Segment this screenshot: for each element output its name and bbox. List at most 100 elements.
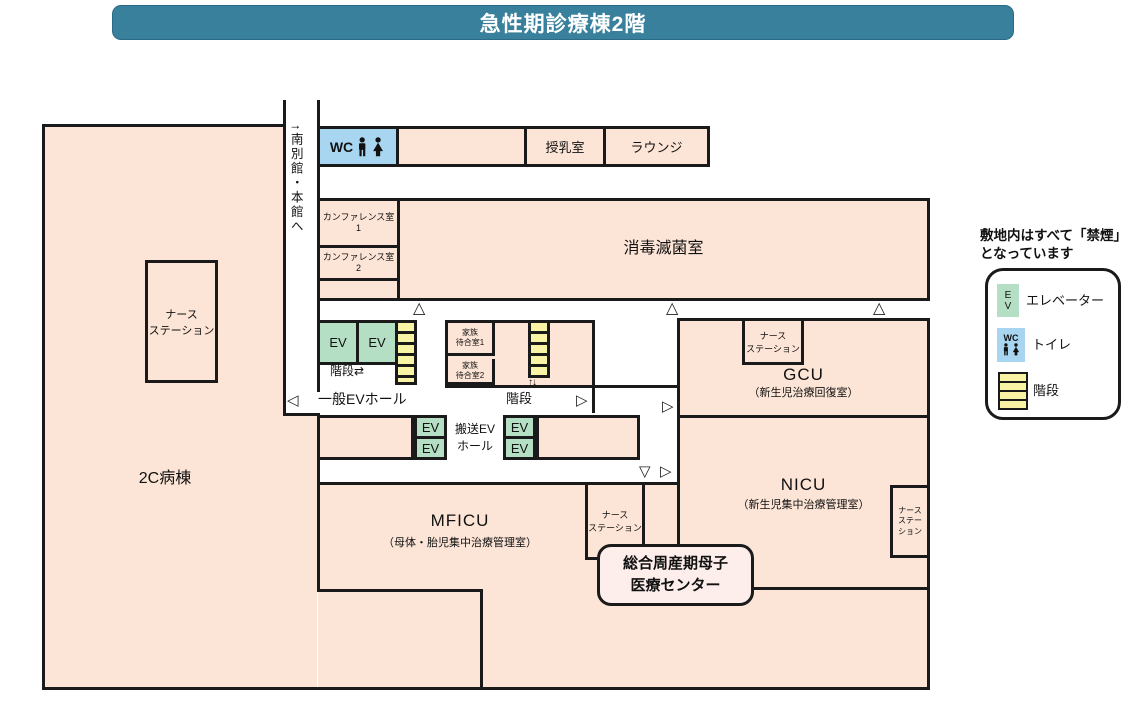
legend-restroom-people-icon: [1003, 343, 1019, 356]
wall-ev-corridor-top: [592, 385, 677, 388]
no-smoking-note-l2: となっています: [980, 246, 1074, 262]
wc-label: WC: [329, 138, 354, 155]
nurse-station-mficu-l1: ナース: [601, 510, 629, 520]
family-waiting-room-1: 家族 待合室1: [448, 323, 495, 356]
legend-stairs-swatch: [998, 372, 1028, 410]
wall-ev-corridor-stub: [592, 385, 595, 413]
stairs-west-label: 階段⇄: [330, 364, 364, 378]
door-marker-left-hall: ◁: [287, 392, 299, 409]
page-title: 急性期診療棟2階: [112, 5, 1014, 40]
transport-ev-hall-l1: 搬送EV: [454, 422, 495, 436]
nurse-station-nicu: ナース ステー ション: [890, 485, 930, 558]
legend-toilet-wc: WC: [1003, 333, 1019, 343]
no-smoking-note-l1: 敷地内はすべて「禁煙」: [980, 228, 1127, 243]
transport-elevator-3-label: EV: [510, 419, 529, 435]
transport-ev-hall-l2: ホール: [456, 438, 493, 453]
mficu-desc: （母体・胎児集中治療管理室）: [383, 537, 537, 549]
conference-room-2: カンファレンス室 2: [320, 248, 397, 281]
family-waiting-room-2-l2: 待合室2: [455, 370, 485, 380]
nursing-room-label: 授乳室: [545, 140, 585, 155]
legend-stairs-label: 階段: [1033, 383, 1060, 398]
gcu-label: GCU: [783, 365, 824, 384]
stairs-west: [395, 320, 417, 385]
family-waiting-block: 家族 待合室1 家族 待合室2 ↑↓: [445, 320, 595, 388]
lounge-room-label: ラウンジ: [630, 140, 683, 155]
conference-room-2-label: カンファレンス室: [322, 252, 395, 263]
corridor-exit-label: ↑南別館・本館へ: [288, 124, 303, 234]
male-icon: [359, 136, 365, 142]
wc-room: WC: [320, 129, 399, 164]
elevator-2-label: EV: [368, 335, 386, 350]
bottom-room: [483, 590, 930, 690]
transport-row-room-east: [536, 415, 640, 460]
perinatal-center-l2: 医療センター: [630, 577, 721, 594]
wall-corridor-left: [283, 100, 286, 415]
conference-room-1-number: 1: [355, 223, 361, 233]
top-strip-unlabeled-room: [399, 129, 527, 164]
legend-elevator-letter-e: E: [1004, 289, 1012, 301]
legend-elevator-label: エレベーター: [1026, 293, 1105, 308]
nurse-station-nicu-l3: ション: [898, 526, 922, 536]
female-icon: [375, 136, 381, 142]
legend-elevator-swatch: E V: [997, 284, 1019, 317]
door-marker-right-hall-2: ▷: [662, 398, 674, 415]
wall-corridor-bottom-stub: [283, 413, 320, 416]
sterilization-room-label: 消毒滅菌室: [623, 240, 704, 258]
transport-elevator-4: EV: [503, 436, 536, 460]
nurse-station-2c-label-1: ナース: [165, 308, 198, 321]
sterilization-room: 消毒滅菌室: [397, 198, 930, 301]
nurse-station-mficu-l2: ステーション: [588, 523, 642, 533]
transport-elevator-4-label: EV: [510, 440, 529, 456]
elevator-1-label: EV: [329, 335, 347, 350]
conference-block: カンファレンス室 1 カンファレンス室 2: [317, 198, 400, 301]
legend-toilet-swatch: WC: [997, 328, 1025, 362]
wall-b3-left: [317, 460, 320, 485]
family-waiting-room-2: 家族 待合室2: [448, 359, 495, 385]
door-marker-up-1: △: [413, 300, 426, 317]
mficu-label: MFICU: [430, 511, 490, 530]
door-marker-right-hall-1: ▷: [576, 392, 588, 409]
door-marker-down-lower: ▽: [639, 463, 651, 480]
general-ev-hall-label: 一般EVホール: [318, 391, 407, 407]
transport-elevator-2: EV: [414, 436, 447, 460]
stairs-west-text: 階段: [330, 364, 355, 378]
room-2c-ward: [42, 124, 286, 690]
nurse-station-gcu: ナース ステーション: [742, 318, 804, 365]
lounge-room: ラウンジ: [606, 129, 707, 164]
nurse-station-nicu-l2: ステー: [898, 516, 922, 526]
stairs-central: [528, 320, 550, 378]
room-2c-label: 2C病棟: [138, 470, 192, 487]
conference-room-1-label: カンファレンス室: [322, 212, 395, 223]
stairs-west-arrows: ⇄: [354, 364, 365, 378]
legend-toilet-label: トイレ: [1032, 337, 1072, 352]
door-marker-up-2: △: [666, 300, 679, 317]
top-room-strip: WC 授乳室 ラウンジ: [317, 126, 710, 167]
nicu-desc: （新生児集中治療管理室）: [737, 499, 870, 511]
nurse-station-nicu-l1: ナース: [898, 505, 922, 515]
nurse-station-2c: ナース ステーション: [145, 260, 218, 383]
family-waiting-room-2-l1: 家族: [462, 360, 478, 370]
legend-male-icon: [1003, 343, 1008, 347]
general-ev-block: EV EV: [317, 320, 398, 365]
nicu-label: NICU: [780, 475, 827, 494]
wall-bottom-mid: [286, 687, 483, 690]
transport-elevator-2-label: EV: [421, 440, 440, 456]
nurse-station-gcu-l1: ナース: [759, 330, 787, 341]
wall-mficu-bottom: [317, 589, 483, 592]
wall-step-divider: [480, 589, 483, 690]
legend-elevator-letter-v: V: [1004, 300, 1012, 312]
nurse-station-2c-label-2: ステーション: [148, 324, 215, 337]
elevator-1: EV: [320, 323, 359, 362]
transport-elevator-1-label: EV: [421, 419, 440, 435]
gcu-desc: （新生児治療回復室）: [748, 387, 859, 399]
legend-female-icon: [1013, 343, 1018, 347]
conference-block-blank-room: [320, 281, 397, 298]
room-2c-extension-bottom: [318, 592, 480, 687]
transport-ev-hall-label: 搬送EV ホール: [447, 421, 503, 455]
conference-room-1: カンファレンス室 1: [320, 201, 397, 248]
family-waiting-room-1-l2: 待合室1: [455, 338, 485, 347]
transport-row-room-west: [317, 415, 414, 460]
elevator-2: EV: [359, 323, 395, 362]
nursing-room: 授乳室: [527, 129, 606, 164]
